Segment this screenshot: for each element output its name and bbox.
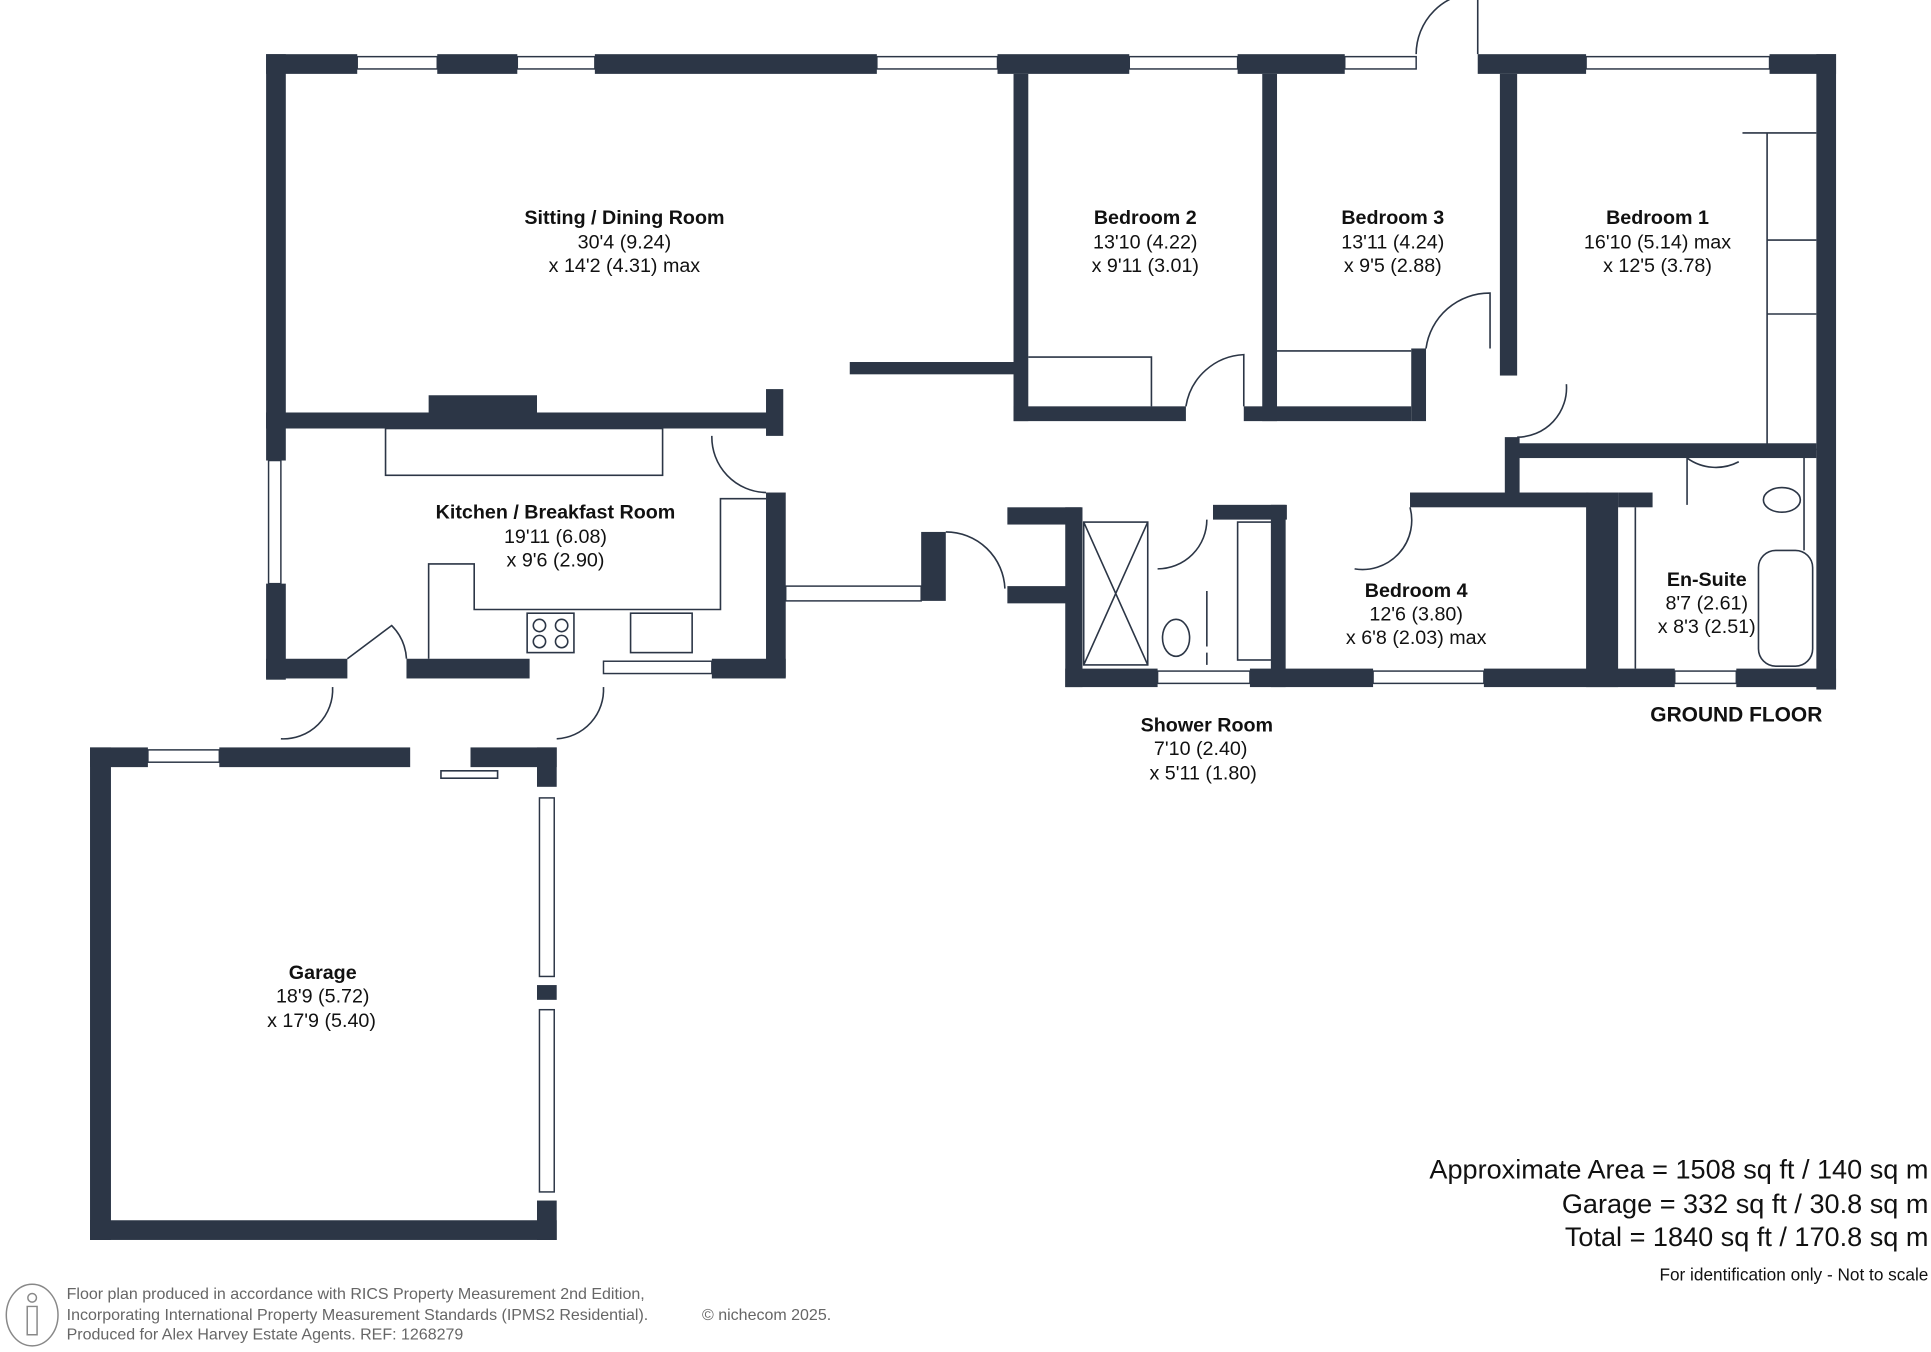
svg-text:18'9 (5.72): 18'9 (5.72)	[276, 985, 370, 1007]
svg-text:12'6 (3.80): 12'6 (3.80)	[1369, 604, 1463, 626]
floor-label: GROUND FLOOR	[1650, 704, 1822, 727]
svg-text:Garage = 332 sq ft / 30.8 sq m: Garage = 332 sq ft / 30.8 sq m	[1562, 1188, 1929, 1219]
walls	[90, 54, 1837, 1240]
svg-text:Shower Room: Shower Room	[1141, 714, 1273, 736]
svg-text:Garage: Garage	[289, 962, 357, 984]
svg-text:Bedroom 1: Bedroom 1	[1606, 207, 1709, 229]
toilet-icon	[1161, 618, 1191, 658]
svg-text:Kitchen / Breakfast Room: Kitchen / Breakfast Room	[436, 501, 676, 523]
svg-text:x 12'5 (3.78): x 12'5 (3.78)	[1603, 255, 1712, 277]
svg-text:© nichecom 2025.: © nichecom 2025.	[702, 1307, 831, 1324]
sink-icon	[629, 612, 693, 654]
svg-text:30'4 (9.24): 30'4 (9.24)	[578, 232, 672, 254]
svg-text:13'11 (4.24): 13'11 (4.24)	[1341, 232, 1444, 254]
svg-text:En-Suite: En-Suite	[1667, 569, 1747, 591]
bath-icon	[1757, 549, 1814, 667]
svg-text:Bedroom 3: Bedroom 3	[1341, 207, 1444, 229]
area-summary: Approximate Area = 1508 sq ft / 140 sq m…	[1429, 1153, 1928, 1284]
svg-text:For identification only - Not: For identification only - Not to scale	[1659, 1265, 1928, 1285]
room-labels: Sitting / Dining Room 30'4 (9.24) x 14'2…	[267, 207, 1822, 1032]
fixtures	[384, 132, 1817, 780]
svg-text:x 9'11 (3.01): x 9'11 (3.01)	[1092, 255, 1199, 277]
room-bedroom-1: Bedroom 1 16'10 (5.14) max x 12'5 (3.78)	[1584, 207, 1731, 277]
svg-text:Total = 1840 sq ft / 170.8 sq: Total = 1840 sq ft / 170.8 sq m	[1565, 1221, 1929, 1252]
svg-text:x 9'5 (2.88): x 9'5 (2.88)	[1344, 255, 1442, 277]
shower-tray-icon	[1082, 521, 1149, 666]
svg-text:Approximate Area = 1508 sq ft: Approximate Area = 1508 sq ft / 140 sq m	[1429, 1153, 1928, 1184]
svg-text:19'11 (6.08): 19'11 (6.08)	[504, 526, 607, 548]
svg-text:Incorporating International Pr: Incorporating International Property Mea…	[67, 1307, 649, 1324]
room-garage: Garage 18'9 (5.72) x 17'9 (5.40)	[267, 962, 376, 1032]
svg-text:x 5'11 (1.80): x 5'11 (1.80)	[1149, 762, 1256, 784]
hob-icon	[526, 612, 575, 654]
room-en-suite: En-Suite 8'7 (2.61) x 8'3 (2.51)	[1658, 569, 1756, 638]
room-bedroom-4: Bedroom 4 12'6 (3.80) x 6'8 (2.03) max	[1346, 580, 1487, 649]
svg-text:Floor plan produced in accorda: Floor plan produced in accordance with R…	[67, 1286, 645, 1303]
svg-text:8'7 (2.61): 8'7 (2.61)	[1665, 593, 1748, 615]
svg-text:Sitting / Dining Room: Sitting / Dining Room	[524, 207, 724, 229]
svg-text:Produced for Alex Harvey Estat: Produced for Alex Harvey Estate Agents. …	[67, 1327, 464, 1344]
svg-text:x 14'2 (4.31) max: x 14'2 (4.31) max	[549, 255, 701, 277]
person-info-icon	[5, 1283, 59, 1347]
room-bedroom-2: Bedroom 2 13'10 (4.22) x 9'11 (3.01)	[1092, 207, 1199, 277]
footer: Floor plan produced in accordance with R…	[5, 1283, 831, 1347]
svg-text:x 17'9 (5.40): x 17'9 (5.40)	[267, 1010, 376, 1032]
svg-text:x 8'3 (2.51): x 8'3 (2.51)	[1658, 616, 1756, 638]
svg-text:7'10 (2.40): 7'10 (2.40)	[1154, 738, 1248, 760]
room-kitchen: Kitchen / Breakfast Room 19'11 (6.08) x …	[436, 501, 676, 571]
doors	[280, 0, 1740, 740]
svg-text:13'10 (4.22): 13'10 (4.22)	[1093, 232, 1197, 254]
svg-text:16'10 (5.14) max: 16'10 (5.14) max	[1584, 232, 1731, 254]
room-shower: Shower Room 7'10 (2.40) x 5'11 (1.80)	[1141, 714, 1273, 784]
room-sitting-dining: Sitting / Dining Room 30'4 (9.24) x 14'2…	[524, 207, 724, 277]
svg-text:x 9'6 (2.90): x 9'6 (2.90)	[507, 549, 605, 571]
svg-text:x 6'8 (2.03) max: x 6'8 (2.03) max	[1346, 627, 1487, 649]
svg-text:Bedroom 4: Bedroom 4	[1365, 580, 1468, 602]
svg-text:Bedroom 2: Bedroom 2	[1094, 207, 1197, 229]
room-bedroom-3: Bedroom 3 13'11 (4.24) x 9'5 (2.88)	[1341, 207, 1444, 277]
